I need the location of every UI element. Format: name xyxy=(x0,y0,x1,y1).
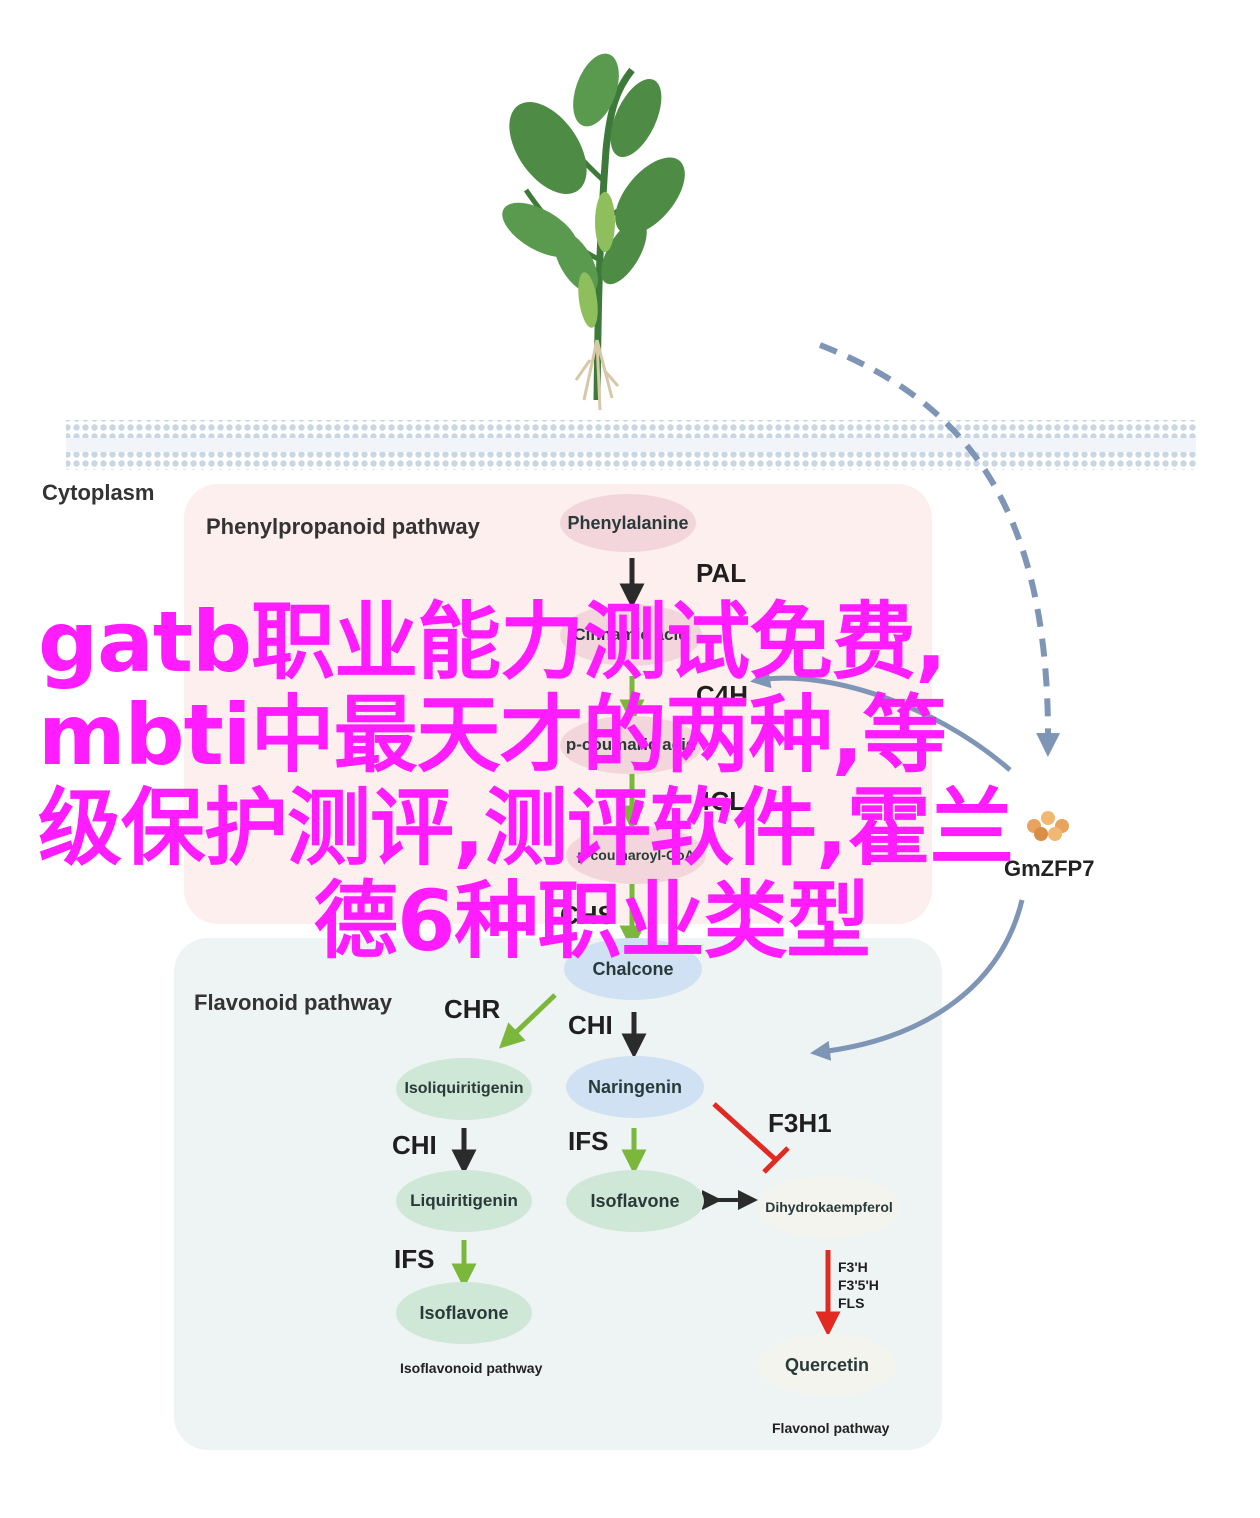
enzyme-f3h1: F3H1 xyxy=(768,1108,832,1138)
soybean-plant-icon xyxy=(502,53,685,411)
node-isoflavone-left: Isoflavone xyxy=(396,1282,532,1344)
f3h1-inhibition-line xyxy=(712,1102,778,1162)
f3h1-inhibition-bar xyxy=(762,1146,790,1174)
enzyme-f35h: F3'5'H xyxy=(838,1277,879,1293)
enzyme-4cl: 4CL xyxy=(696,786,746,816)
node-isoliquiritigenin: Isoliquiritigenin xyxy=(396,1058,532,1120)
flavonol-pathway-caption: Flavonol pathway xyxy=(772,1420,890,1436)
node-p-coumaric-acid: p-coumaric acid xyxy=(560,716,702,774)
node-isoflavone-mid: Isoflavone xyxy=(566,1170,704,1232)
isoflavonoid-pathway-caption: Isoflavonoid pathway xyxy=(400,1360,543,1376)
enzyme-pal: PAL xyxy=(696,558,747,588)
enzyme-f3h: F3'H xyxy=(838,1259,868,1275)
signal-dashed-arrow xyxy=(818,342,1061,757)
gmzfp7-to-f3h-arrow xyxy=(810,899,1025,1061)
gmzfp7-protein-icon xyxy=(1027,811,1069,841)
phenylpropanoid-label: Phenylpropanoid pathway xyxy=(206,514,480,539)
node-p-coumaroyl-coa: p-coumaroyl-CoA xyxy=(566,826,706,884)
node-naringenin: Naringenin xyxy=(566,1056,704,1118)
node-chalcone: Chalcone xyxy=(564,938,702,1000)
enzyme-chs: CHS xyxy=(560,900,615,930)
node-phenylalanine: Phenylalanine xyxy=(560,494,696,552)
overlay-line-3: 级保护测评,测评软件,霍兰 xyxy=(38,779,1014,877)
overlay-line-1: gatb职业能力测试免费, xyxy=(38,593,947,691)
enzyme-c4h: C4H xyxy=(696,680,749,710)
enzyme-fls: FLS xyxy=(838,1295,865,1311)
enzyme-ifs-mid: IFS xyxy=(568,1126,609,1156)
enzyme-chi-mid: CHI xyxy=(568,1010,613,1040)
overlay-line-4: 德6种职业类型 xyxy=(314,872,870,970)
enzyme-chr: CHR xyxy=(444,994,501,1024)
enzyme-ifs-left: IFS xyxy=(394,1244,435,1274)
gmzfp7-label: GmZFP7 xyxy=(1004,856,1095,881)
node-cinnamic-acid: Cinnamic acid xyxy=(560,604,702,666)
overlay-line-2: mbti中最天才的两种,等 xyxy=(38,686,947,784)
enzyme-chi-left: CHI xyxy=(392,1130,437,1160)
node-liquiritigenin: Liquiritigenin xyxy=(396,1170,532,1232)
flavonoid-region xyxy=(174,938,942,1450)
cell-membrane xyxy=(66,420,1196,470)
cytoplasm-label: Cytoplasm xyxy=(42,480,155,505)
gmzfp7-to-c4h-arrow xyxy=(750,668,1012,772)
node-dihydrokaempferol: Dihydrokaempferol xyxy=(758,1176,900,1238)
enzyme-f3h-list: F3'H F3'5'H FLS xyxy=(838,1258,879,1312)
chr-arrow xyxy=(498,993,557,1049)
overlay-watermark-text: gatb职业能力测试免费, mbti中最天才的两种,等 级保护测评,测评软件,霍… xyxy=(38,596,1188,968)
phenylpropanoid-region xyxy=(184,484,932,924)
node-quercetin: Quercetin xyxy=(758,1334,896,1396)
flavonoid-label: Flavonoid pathway xyxy=(194,990,393,1015)
